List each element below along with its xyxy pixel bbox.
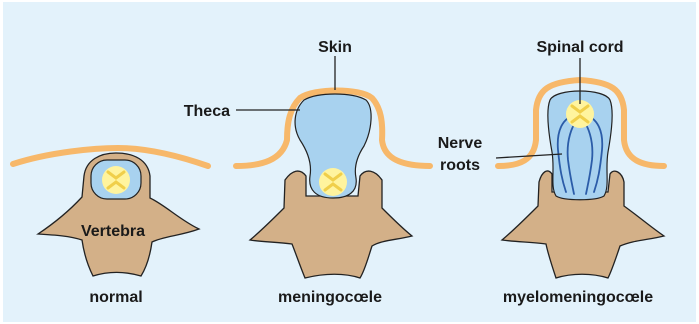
- meningocele-caption: meningocœle: [278, 289, 382, 306]
- spinal-cord-label: Spinal cord: [536, 39, 623, 56]
- meningocele-spinal-cord: [319, 168, 347, 196]
- myelomeningocele-caption: myelomeningocœle: [503, 289, 653, 306]
- normal-caption: normal: [89, 289, 142, 306]
- vertebra-label: Vertebra: [81, 223, 145, 240]
- myelomeningocele-spinal-cord: [566, 100, 594, 128]
- nerve-roots-label-line1: Nerve: [438, 135, 483, 152]
- theca-label: Theca: [184, 103, 230, 120]
- nerve-roots-label-line2: roots: [440, 157, 480, 174]
- normal-spinal-cord: [102, 166, 130, 194]
- skin-label: Skin: [318, 39, 352, 56]
